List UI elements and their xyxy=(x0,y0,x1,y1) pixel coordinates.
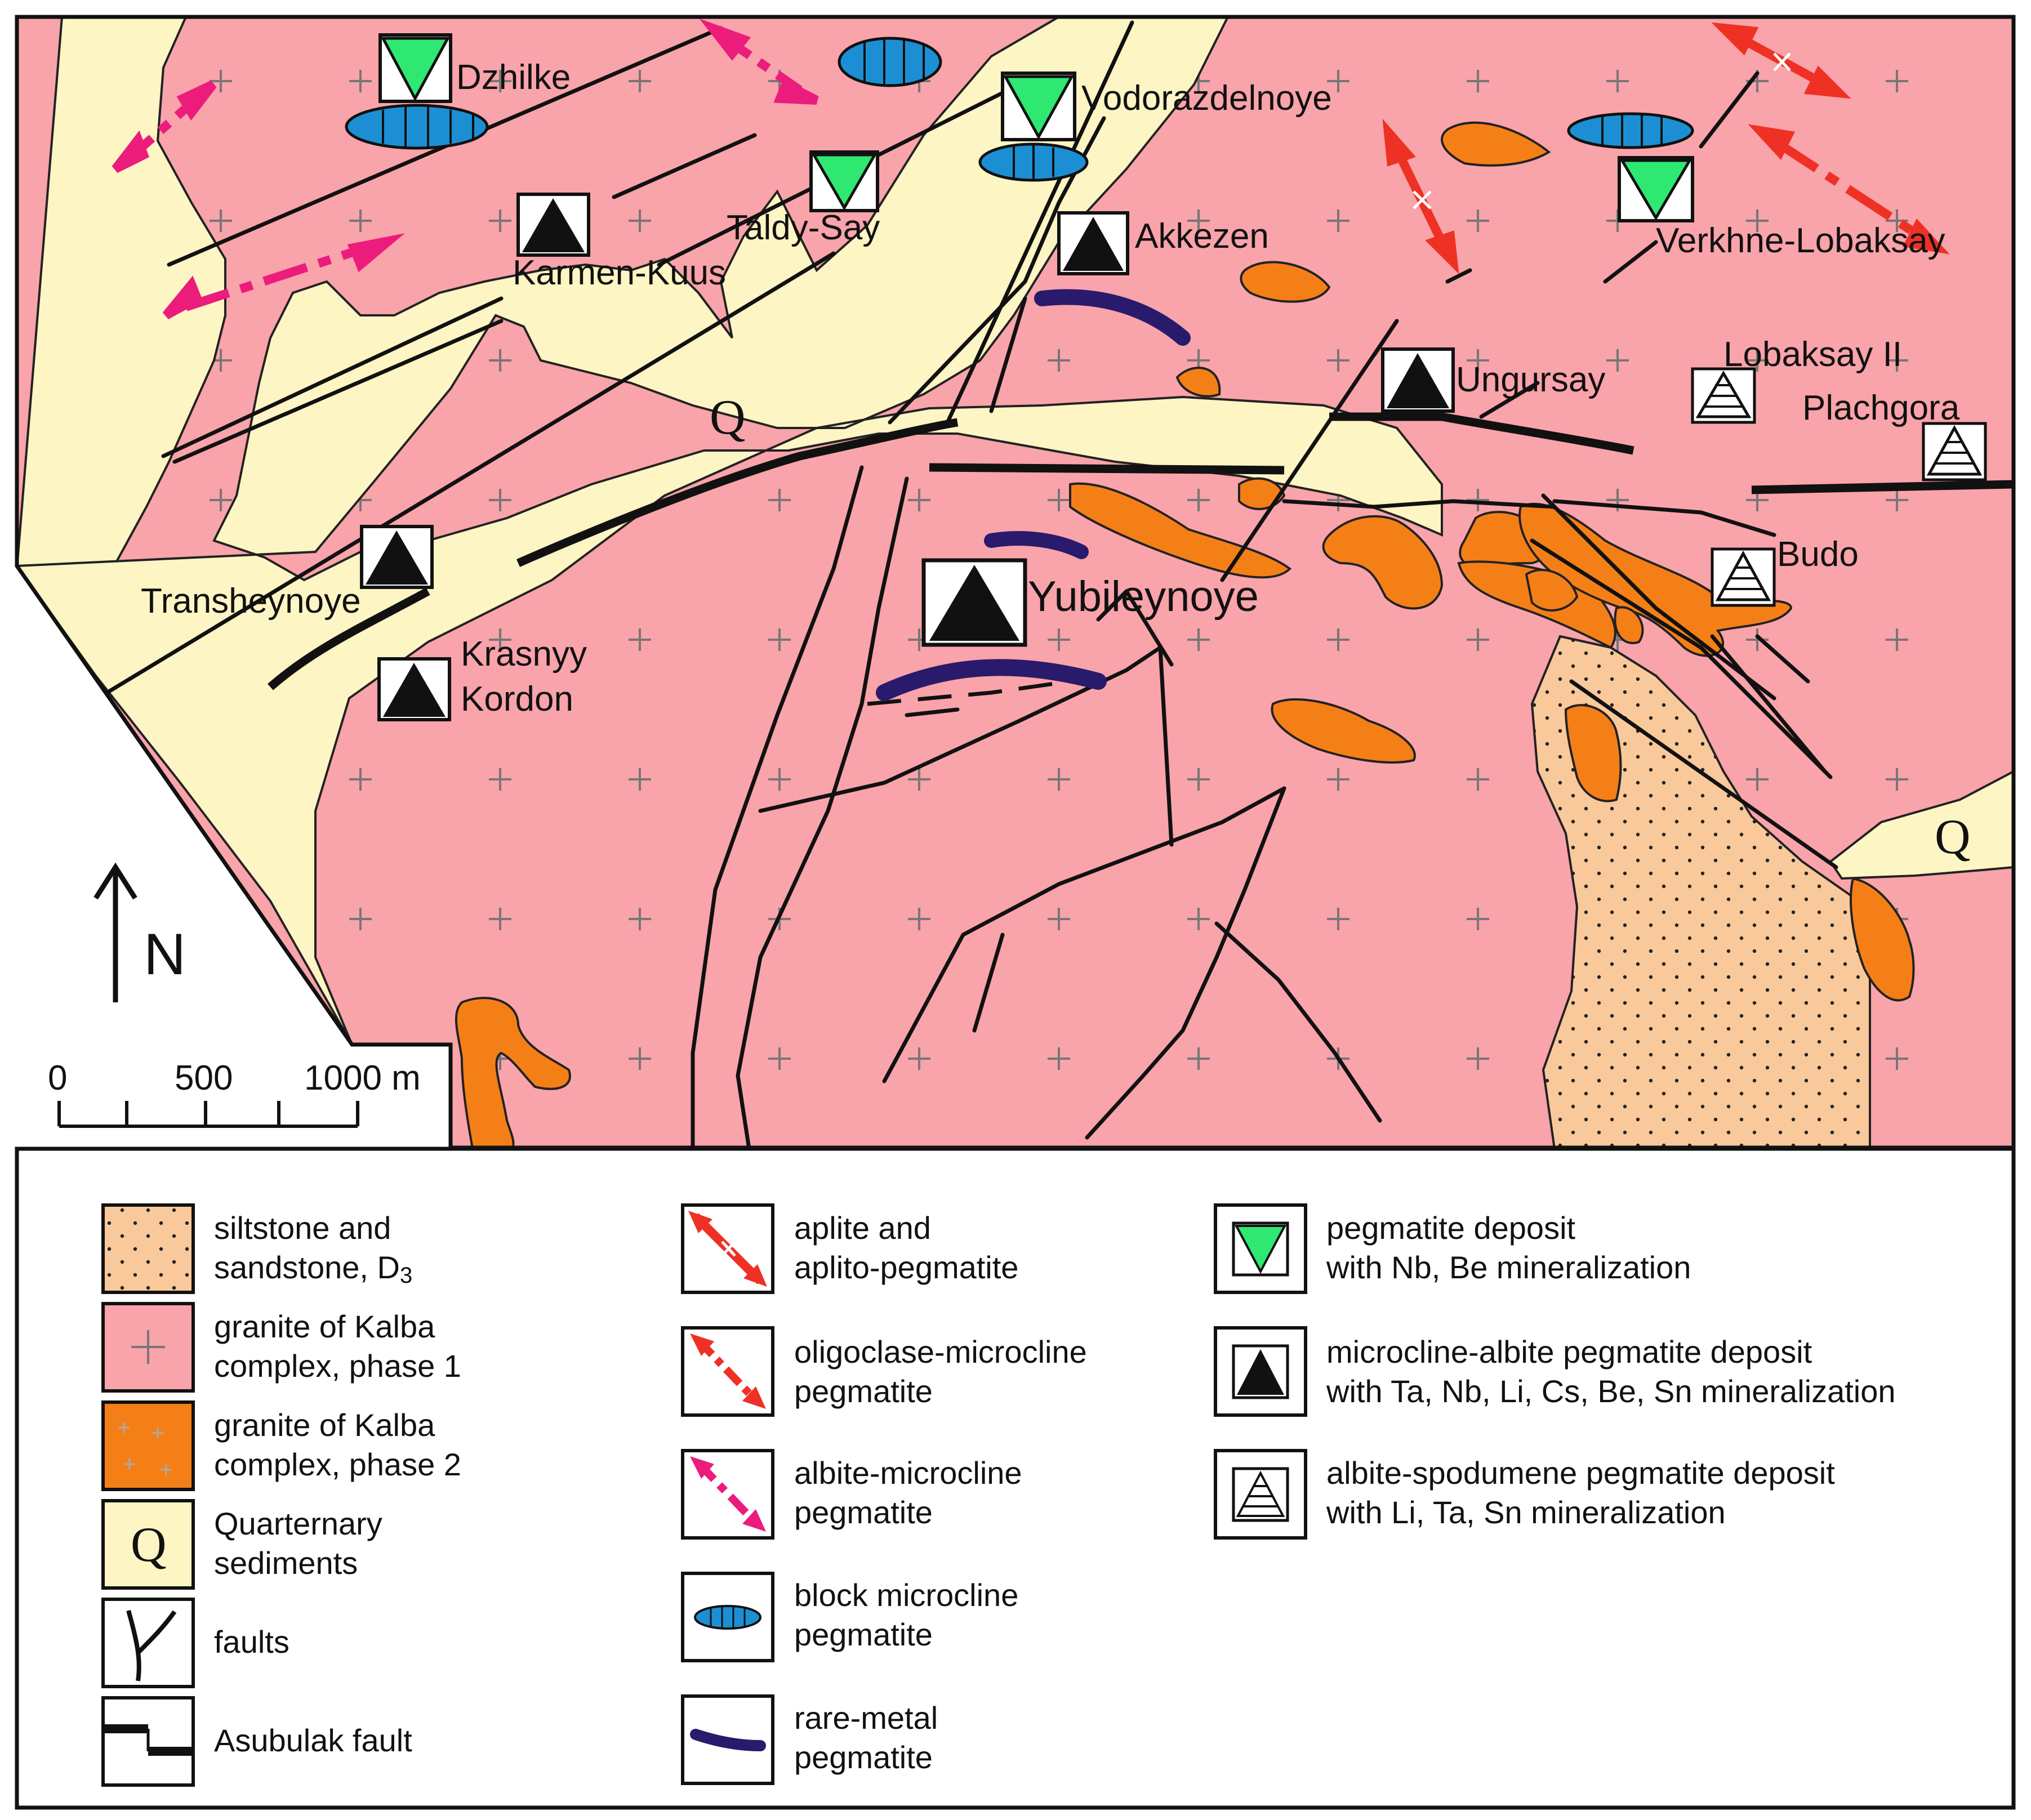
scale-label-0: 0 xyxy=(48,1059,67,1098)
north-label: N xyxy=(144,922,186,987)
legend-rare-line2: pegmatite xyxy=(794,1739,933,1775)
label-taldy-say: Taldy-Say xyxy=(727,208,880,247)
legend-siltstone-sub: 3 xyxy=(400,1263,412,1288)
quaternary-label-west: Q xyxy=(710,390,746,445)
swatch-quaternary xyxy=(101,1499,195,1590)
legend-block-line1: block microcline xyxy=(794,1577,1018,1613)
legend-siltstone-line1: siltstone and xyxy=(214,1210,391,1246)
label-dzhilke: Dzhilke xyxy=(456,58,571,97)
legend-col2-swatches xyxy=(681,1203,774,1785)
ta-deposit-krasnyy-kordon xyxy=(377,657,451,721)
svg-text:sandstone, D3: sandstone, D3 xyxy=(214,1250,412,1288)
oligoclase-microcline-symbols xyxy=(1748,124,1950,255)
fault-dashed xyxy=(867,679,1071,706)
label-akkezen: Akkezen xyxy=(1135,217,1269,256)
legend-albite-line1: albite-microcline xyxy=(794,1455,1022,1491)
nb-be-deposit-vodorazdelnoye xyxy=(1001,72,1076,141)
quaternary-label-east: Q xyxy=(1935,810,1971,864)
deposit-symbols-nb-be xyxy=(378,33,1694,222)
granite-phase2-bodies xyxy=(455,121,1915,1148)
legend-aplite-line1: aplite and xyxy=(794,1210,931,1246)
legend-ta-line2: with Ta, Nb, Li, Cs, Be, Sn mineralizati… xyxy=(1326,1373,1896,1409)
faults xyxy=(105,20,1838,1148)
ta-deposit-akkezen xyxy=(1057,211,1129,275)
map-area: Q Q xyxy=(17,17,2014,1148)
label-krasnyy: Krasnyy xyxy=(461,635,587,673)
deposit-symbols-ta-nb-li xyxy=(360,193,1455,721)
label-plachgora: Plachgora xyxy=(1802,389,1960,427)
legend-quaternary-line2: sediments xyxy=(214,1545,358,1581)
rare-metal-pegmatite-bodies xyxy=(876,289,1191,701)
label-kordon: Kordon xyxy=(461,680,573,719)
ta-deposit-karmen-kuus xyxy=(516,193,590,257)
scale-label-500: 500 xyxy=(175,1059,233,1098)
legend-col3-swatches xyxy=(1214,1203,1307,1540)
quaternary-main-valley xyxy=(17,17,1443,1045)
svg-text:Q: Q xyxy=(131,1518,167,1572)
aplite-symbols xyxy=(1382,22,1851,274)
legend-col2-text: aplite and aplito-pegmatite oligoclase-m… xyxy=(794,1210,1087,1775)
legend: Q siltstone and sandstone, D3 granite of… xyxy=(15,1147,2016,1810)
asubulak-fault xyxy=(268,412,2014,690)
north-arrow: N xyxy=(93,862,186,1002)
legend-aplite-line2: aplito-pegmatite xyxy=(794,1250,1018,1285)
albite-microcline-pegmatite-symbols xyxy=(112,18,819,320)
legend-faults: faults xyxy=(214,1624,289,1660)
legend-asubulak: Asubulak fault xyxy=(214,1723,412,1758)
label-transheynoye: Transheynoye xyxy=(141,582,361,621)
ta-deposit-yubileynoye xyxy=(921,558,1027,647)
legend-granite1-line1: granite of Kalba xyxy=(214,1309,435,1344)
legend-granite1-line2: complex, phase 1 xyxy=(214,1348,461,1384)
label-karmen-kuus: Karmen-Kuus xyxy=(513,253,726,292)
quaternary-east-patch xyxy=(1829,769,2014,880)
legend-oligoclase-line2: pegmatite xyxy=(794,1373,933,1409)
ta-deposit-ungursay xyxy=(1381,347,1455,413)
aplite-x-marks xyxy=(1413,52,1791,209)
deposit-labels: Dzhilke Vodorazdelnoye Taldy-Say Verkhne… xyxy=(141,58,1960,719)
nb-be-deposit-verkhne-lobaksay xyxy=(1618,156,1694,222)
block-microcline-stripes xyxy=(382,39,1663,179)
label-vodorazdelnoye: Vodorazdelnoye xyxy=(1081,79,1332,118)
legend-granite2-line2: complex, phase 2 xyxy=(214,1447,461,1482)
li-deposit-lobaksay-ii xyxy=(1691,367,1756,424)
deposit-symbols-li-ta-sn xyxy=(1691,367,1987,607)
legend-li-line2: with Li, Ta, Sn mineralization xyxy=(1326,1495,1726,1530)
nb-be-deposit-dzhilke xyxy=(378,33,452,103)
label-yubileynoye: Yubileynoye xyxy=(1028,573,1259,621)
legend-ta-line1: microcline-albite pegmatite deposit xyxy=(1326,1334,1812,1370)
legend-granite2-line1: granite of Kalba xyxy=(214,1407,435,1443)
li-deposit-budo xyxy=(1711,547,1776,607)
legend-li-line1: albite-spodumene pegmatite deposit xyxy=(1326,1455,1835,1491)
label-verkhne-lobaksay: Verkhne-Lobaksay xyxy=(1656,221,1945,260)
nb-be-deposit-taldy-say xyxy=(809,150,879,212)
legend-siltstone-line2: sandstone, D xyxy=(214,1250,400,1285)
scale-bar: 0 500 1000 m xyxy=(48,1059,421,1128)
swatch-ta-deposit xyxy=(1214,1326,1307,1417)
label-budo: Budo xyxy=(1777,535,1859,574)
legend-nb-be-line2: with Nb, Be mineralization xyxy=(1326,1250,1691,1285)
legend-oligoclase-line1: oligoclase-microcline xyxy=(794,1334,1087,1370)
legend-nb-be-line1: pegmatite deposit xyxy=(1326,1210,1576,1246)
swatch-granite2 xyxy=(101,1400,195,1491)
legend-col1-text: siltstone and sandstone, D3 granite of K… xyxy=(214,1210,461,1758)
legend-col3-text: pegmatite deposit with Nb, Be mineraliza… xyxy=(1326,1210,1896,1530)
legend-block-line2: pegmatite xyxy=(794,1617,933,1652)
legend-col1-swatches: Q xyxy=(101,1203,195,1787)
legend-albite-line2: pegmatite xyxy=(794,1495,933,1530)
ta-deposit-transheynoye xyxy=(360,525,434,589)
legend-frame xyxy=(15,1147,2016,1810)
legend-quaternary-line1: Quarternary xyxy=(214,1506,382,1541)
label-ungursay: Ungursay xyxy=(1456,360,1605,399)
legend-rare-line1: rare-metal xyxy=(794,1700,938,1736)
li-deposit-plachgora xyxy=(1922,422,1987,481)
map-frame xyxy=(15,15,2016,1150)
label-lobaksay-ii: Lobaksay II xyxy=(1723,335,1902,374)
scale-label-1000: 1000 m xyxy=(304,1059,421,1098)
